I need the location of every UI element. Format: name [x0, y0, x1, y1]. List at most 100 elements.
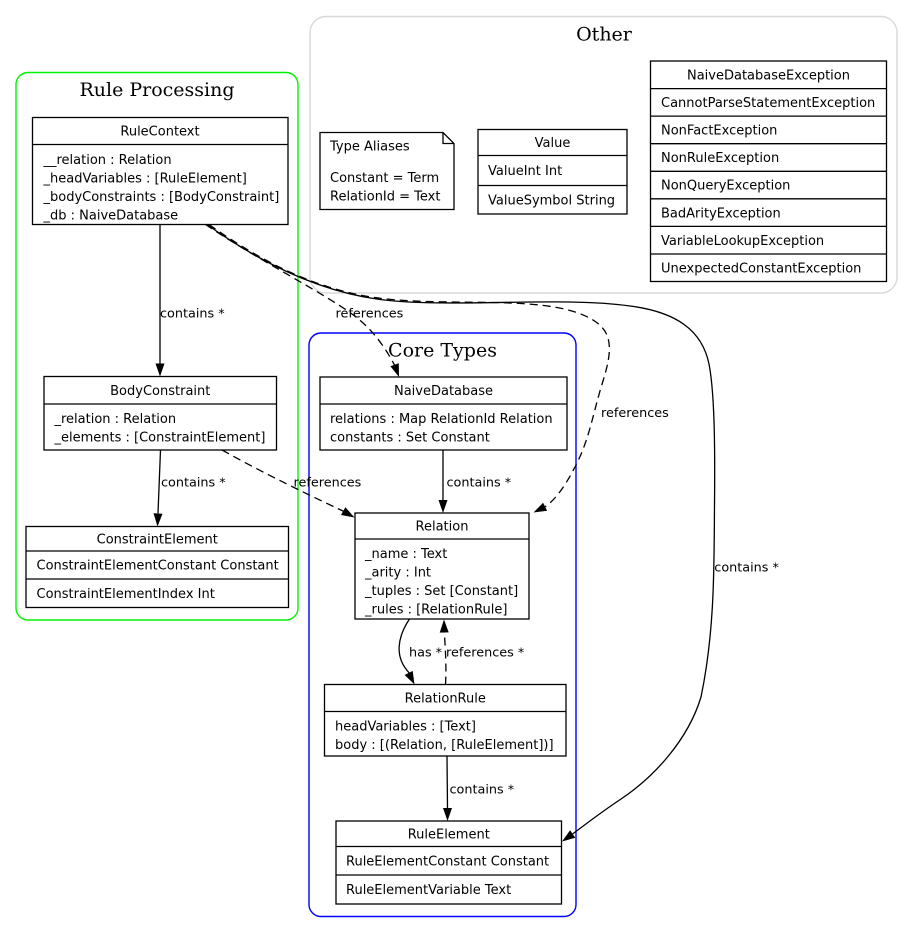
field: _rules : [RelationRule] — [364, 603, 507, 618]
field: _bodyConstraints : [BodyConstraint] — [43, 190, 280, 205]
node-rulecontext-box — [31, 116, 289, 226]
cluster-core-types-title: Core Types — [388, 340, 497, 362]
edge-label-contains: contains * — [161, 476, 226, 491]
cluster-other-border — [309, 15, 898, 294]
row: RuleElementVariable Text — [346, 883, 511, 898]
edge-label-contains: contains * — [447, 476, 512, 491]
field: _tuples : Set [Constant] — [364, 584, 518, 599]
edges: contains * contains * contains * contain… — [153, 223, 780, 842]
edge-label-references: references — [601, 406, 669, 421]
note-outline — [319, 131, 455, 211]
arrowhead — [443, 808, 452, 821]
edge-rulecontext-ruleelement: contains * — [206, 223, 780, 842]
note-line: Constant = Term — [330, 171, 439, 186]
field: body : [(Relation, [RuleElement])] — [335, 738, 554, 753]
arrowhead — [153, 513, 163, 527]
note-line: Type Aliases — [329, 140, 410, 155]
field: _arity : Int — [364, 566, 431, 581]
node-constraintelement-title: ConstraintElement — [97, 533, 218, 548]
edge-label-contains: contains * — [714, 560, 779, 575]
node-ruleelement-title: RuleElement — [408, 828, 490, 843]
node-bodyconstraint-title: BodyConstraint — [110, 384, 210, 399]
edge-bodyconstraint-relation: references — [221, 449, 362, 518]
cluster-rule-processing-border — [15, 71, 299, 621]
node-ruleelement: RuleElement RuleElementConstant Constant… — [335, 820, 563, 905]
cluster-other-title: Other — [576, 24, 633, 46]
note-line: RelationId = Text — [330, 190, 440, 205]
cluster-rule-processing: Rule Processing — [15, 71, 299, 621]
node-rulecontext-title: RuleContext — [120, 125, 199, 140]
edge-label-has: has * — [409, 646, 443, 661]
node-rulecontext: RuleContext __relation : Relation _headV… — [31, 116, 289, 226]
edge-label-references: references * — [446, 646, 525, 661]
row: NonFactException — [661, 124, 777, 139]
arrowhead — [439, 619, 449, 633]
node-relation-title: Relation — [416, 520, 469, 535]
node-relationrule-title: RelationRule — [405, 692, 486, 707]
node-bodyconstraint: BodyConstraint _relation : Relation _ele… — [43, 375, 278, 451]
arrowhead — [438, 500, 448, 513]
edge-label-contains: contains * — [160, 306, 225, 321]
edge-bodyconstraint-constraintelement: contains * — [153, 449, 226, 527]
field: _name : Text — [364, 547, 447, 562]
edge-relation-relationrule: has * — [398, 618, 443, 685]
field: headVariables : [Text] — [335, 720, 476, 735]
edge-line — [208, 223, 611, 508]
edge-rulecontext-bodyconstraint: contains * — [155, 224, 225, 377]
row: NonQueryException — [661, 179, 790, 194]
row: VariableLookupException — [661, 234, 824, 249]
row: ValueSymbol String — [488, 194, 615, 209]
node-relationrule: RelationRule headVariables : [Text] body… — [323, 683, 567, 757]
row: ConstraintElementConstant Constant — [37, 559, 279, 574]
field: _elements : [ConstraintElement] — [54, 431, 266, 446]
edge-label-references: references — [336, 307, 404, 322]
field: _headVariables : [RuleElement] — [43, 172, 247, 187]
field: _db : NaiveDatabase — [43, 209, 179, 224]
field: _relation : Relation — [54, 412, 177, 427]
node-relation-box — [354, 512, 530, 620]
node-constraintelement: ConstraintElement ConstraintElementConst… — [25, 525, 290, 609]
node-value-box — [477, 128, 628, 215]
node-relationrule-box — [323, 683, 567, 757]
cluster-core-types: Core Types — [308, 332, 577, 918]
note-fold-icon — [442, 132, 454, 145]
edge-line — [205, 223, 396, 366]
node-exceptions-title: NaiveDatabaseException — [687, 69, 850, 84]
node-ruleelement-box — [335, 820, 563, 905]
edge-line — [446, 755, 449, 809]
edge-label-references: references — [294, 476, 362, 491]
arrowhead — [341, 507, 355, 518]
node-naivedatabase-box — [319, 376, 568, 451]
node-naivedatabase: NaiveDatabase relations : Map RelationId… — [319, 376, 568, 451]
edge-line — [221, 449, 344, 512]
row: ValueInt Int — [488, 164, 562, 179]
row: BadArityException — [661, 206, 781, 221]
arrowhead — [390, 363, 399, 377]
row: UnexpectedConstantException — [661, 261, 861, 276]
edge-label-contains: contains * — [450, 783, 515, 798]
node-naivedatabase-title: NaiveDatabase — [394, 384, 493, 399]
edge-rulecontext-relation: references — [208, 223, 669, 513]
node-relation: Relation _name : Text _arity : Int _tupl… — [354, 512, 530, 620]
arrowhead — [155, 363, 165, 377]
field: relations : Map RelationId Relation — [330, 412, 553, 427]
node-value: Value ValueInt Int ValueSymbol String — [477, 128, 628, 215]
cluster-rule-processing-title: Rule Processing — [79, 79, 234, 101]
row: CannotParseStatementException — [661, 96, 875, 111]
edge-line — [157, 449, 162, 514]
arrowhead — [533, 502, 548, 513]
node-value-title: Value — [535, 136, 571, 151]
edge-rulecontext-naivedatabase: references — [205, 223, 404, 377]
node-bodyconstraint-box — [43, 375, 278, 451]
edge-relationrule-ruleelement: contains * — [443, 755, 515, 821]
node-constraintelement-box — [25, 525, 290, 609]
row: RuleElementConstant Constant — [346, 855, 549, 870]
arrowhead — [404, 670, 415, 685]
node-exceptions: NaiveDatabaseException CannotParseStatem… — [649, 60, 888, 283]
field: constants : Set Constant — [330, 431, 490, 446]
node-type-aliases-note: Type Aliases Constant = Term RelationId … — [319, 131, 455, 211]
row: NonRuleException — [661, 151, 779, 166]
field: __relation : Relation — [43, 153, 172, 168]
